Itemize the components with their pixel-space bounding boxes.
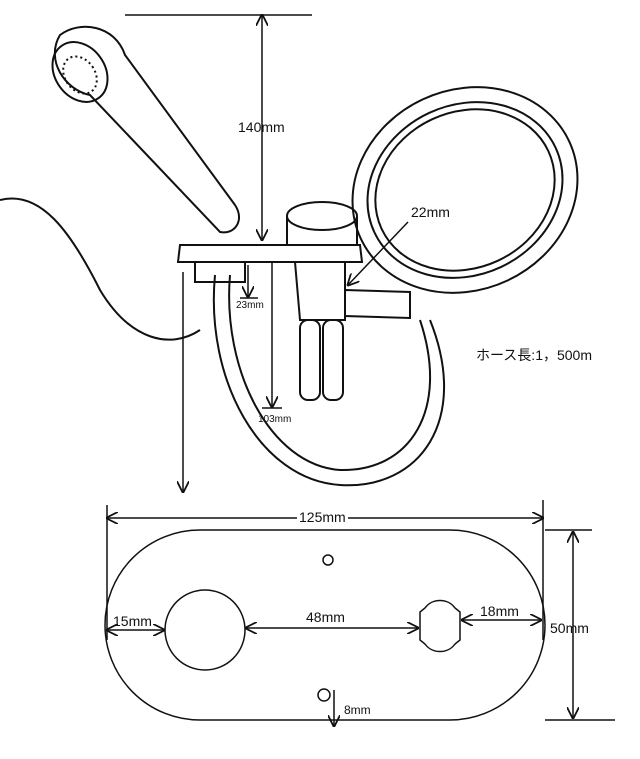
- label-140mm: 140mm: [238, 119, 285, 135]
- hose-coil: [212, 86, 579, 487]
- label-103mm: 103mm: [258, 414, 292, 425]
- faucet-body: [176, 201, 411, 401]
- cord: [0, 197, 201, 341]
- label-48mm: 48mm: [306, 609, 345, 625]
- mounting-plate: [104, 529, 546, 721]
- label-125mm: 125mm: [297, 509, 348, 525]
- label-22mm: 22mm: [411, 204, 450, 220]
- label-50mm: 50mm: [550, 620, 589, 636]
- bottom-pin-hole: [317, 688, 331, 702]
- label-15mm: 15mm: [113, 613, 152, 629]
- top-pin-hole: [322, 554, 334, 566]
- label-18mm: 18mm: [480, 603, 519, 619]
- label-23mm: 23mm: [236, 300, 264, 311]
- notched-hole: [419, 599, 461, 653]
- large-hole: [164, 589, 246, 671]
- label-8mm: 8mm: [344, 703, 371, 717]
- shower-handset: [51, 25, 240, 234]
- label-hose-length: ホース長:1，500m: [476, 347, 592, 363]
